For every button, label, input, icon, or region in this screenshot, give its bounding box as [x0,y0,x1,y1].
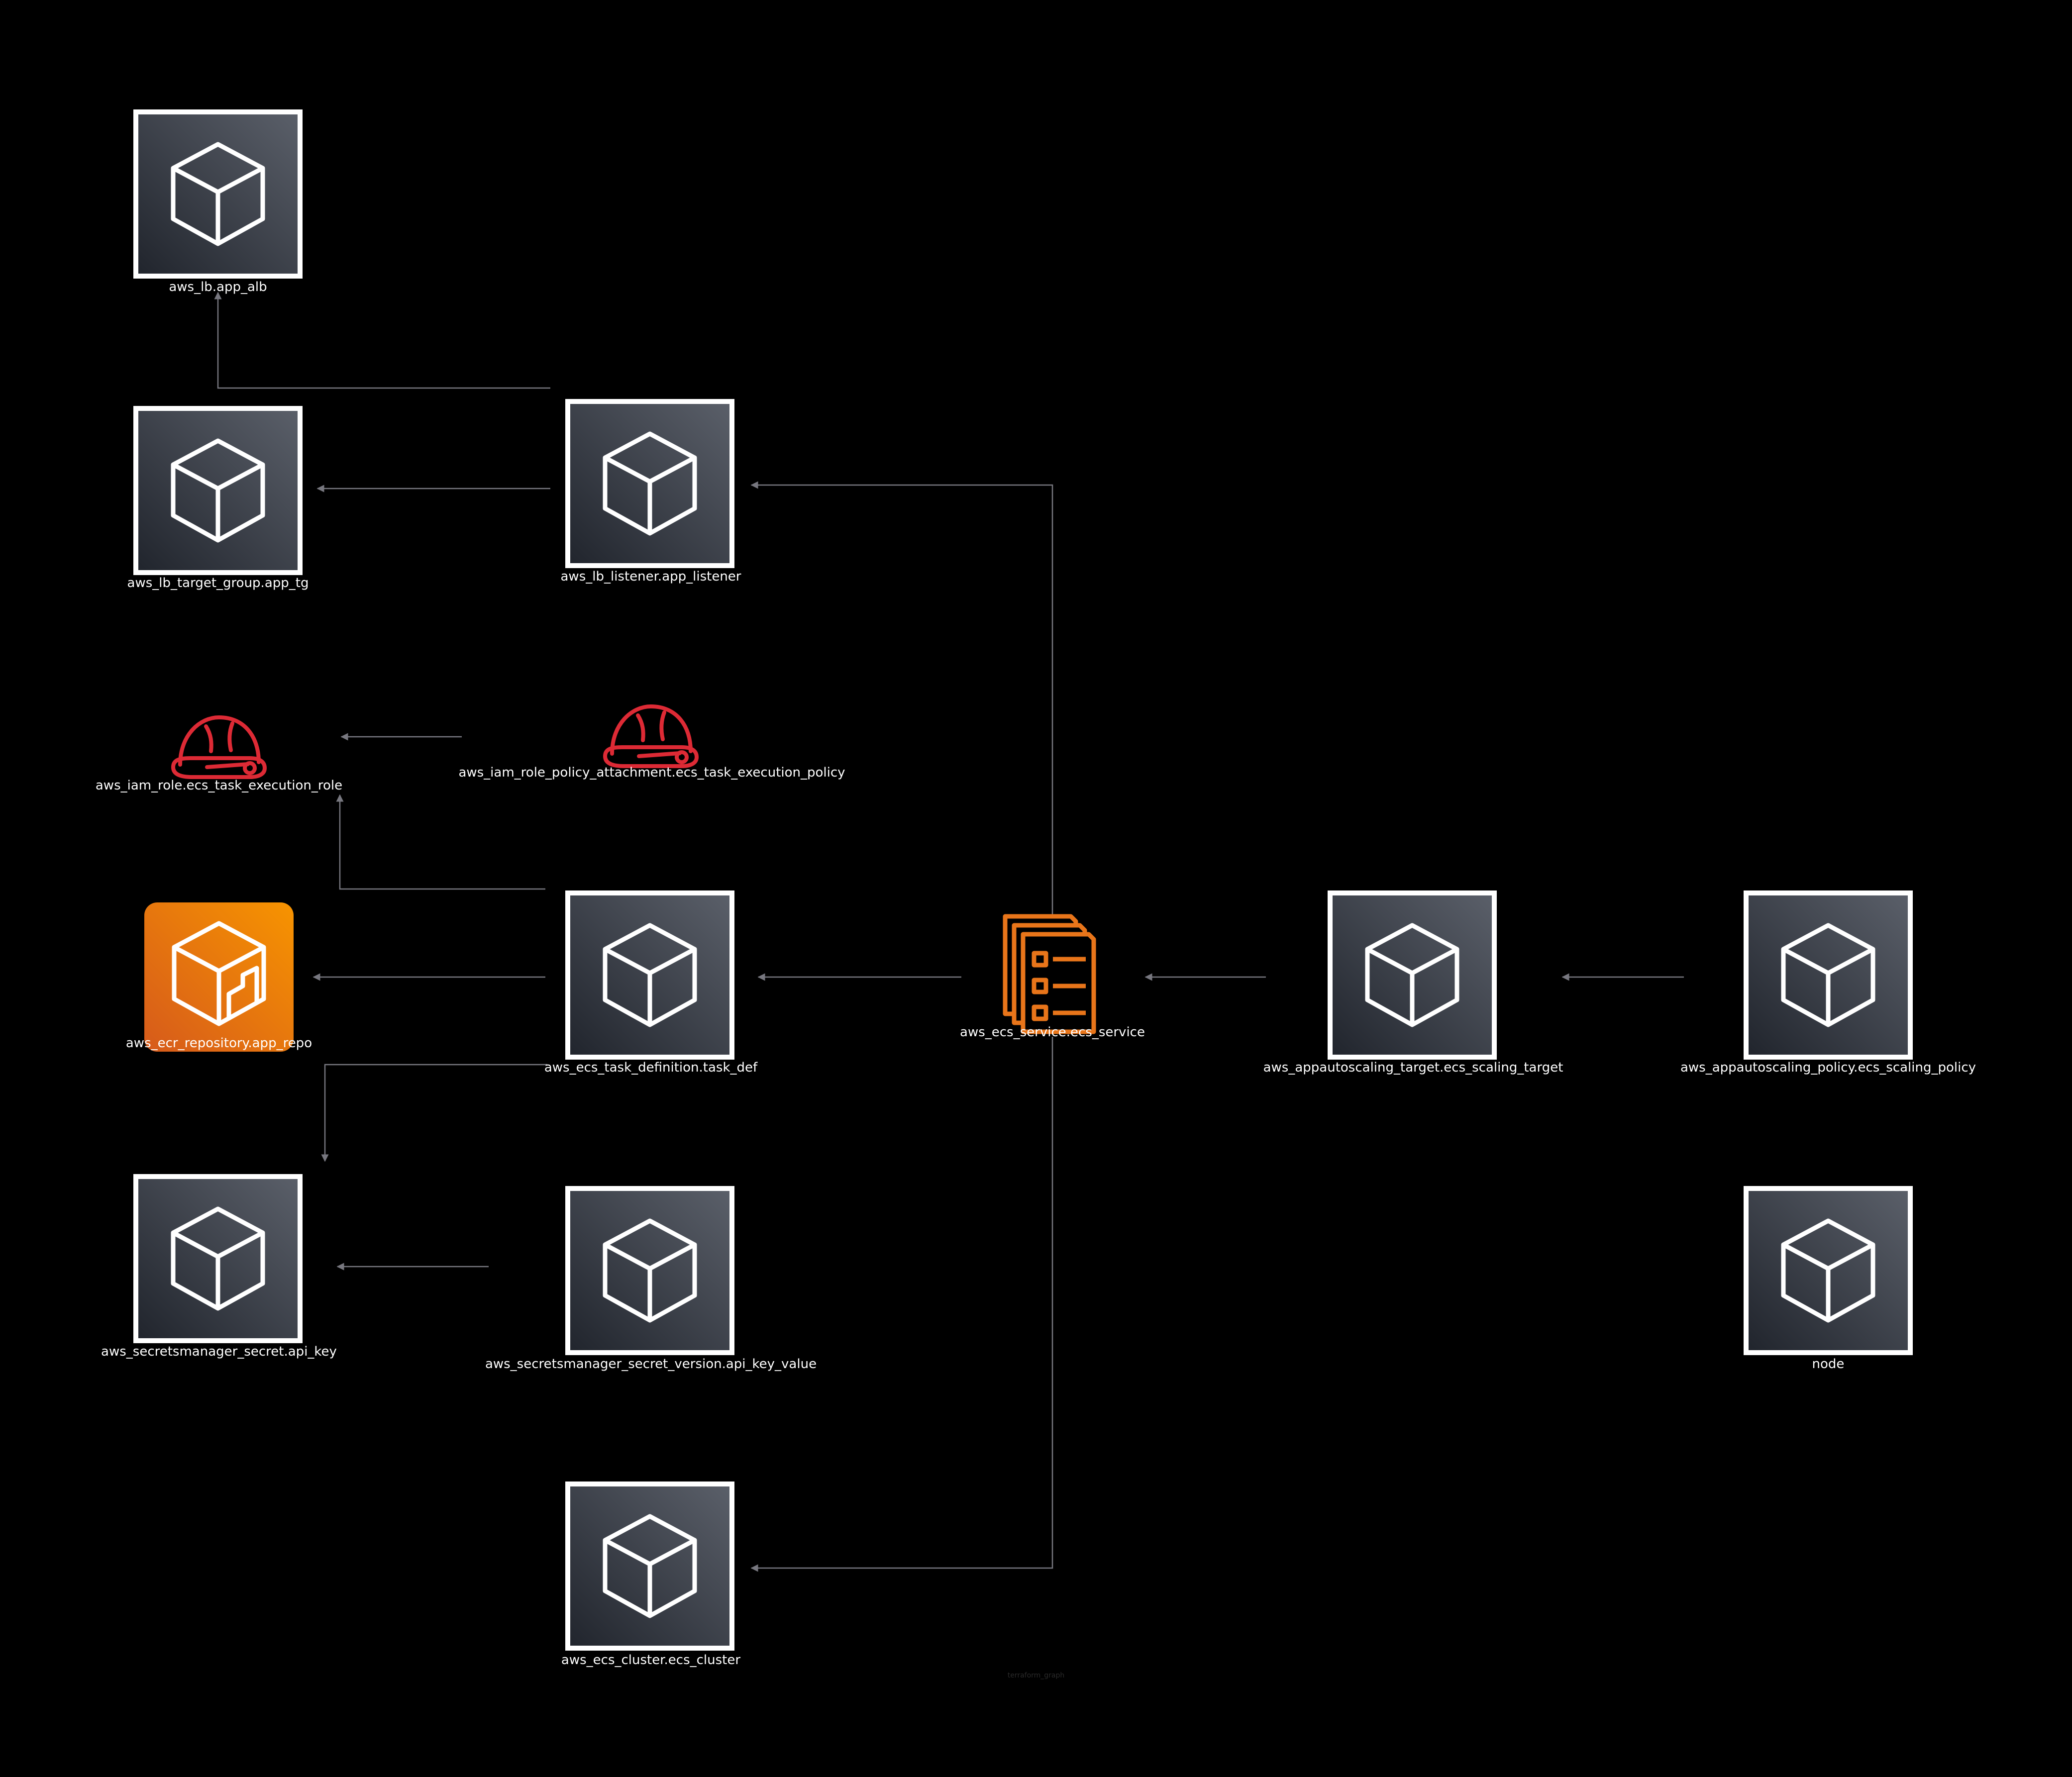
node-label: aws_ecr_repository.app_repo [126,1036,312,1051]
edge-task-def-to-api-key [321,1064,547,1162]
node-label: aws_secretsmanager_secret.api_key [101,1344,337,1359]
node-label: node [1812,1357,1845,1372]
node-label: aws_lb_target_group.app_tg [127,576,309,591]
node-label: aws_ecs_service.ecs_service [960,1025,1145,1040]
node-ecs-scaling-target[interactable]: aws_appautoscaling_target.ecs_scaling_ta… [1263,893,1563,1075]
resource-cube-icon [568,1188,732,1353]
node-label: aws_ecs_task_definition.task_def [544,1060,758,1075]
resource-cube-icon [1330,893,1494,1057]
node-node[interactable]: node [1746,1188,1910,1372]
resource-cube-icon [1746,893,1910,1057]
edge-ecs-service-to-ecs-cluster [750,1037,1053,1572]
node-label: aws_ecs_cluster.ecs_cluster [561,1653,740,1668]
edge-task-def-to-ecs-task-execution-role [336,794,545,890]
node-app-listener[interactable]: aws_lb_listener.app_listener [561,401,741,584]
node-label: aws_appautoscaling_target.ecs_scaling_ta… [1263,1060,1563,1075]
node-api-key[interactable]: aws_secretsmanager_secret.api_key [101,1177,337,1359]
edge-app-listener-to-app-alb [214,292,550,389]
node-label: aws_secretsmanager_secret_version.api_ke… [485,1357,817,1372]
node-label: aws_iam_role_policy_attachment.ecs_task_… [458,765,845,780]
edge-ecs-service-to-app-listener [750,481,1053,915]
resource-cube-icon [136,408,300,573]
node-ecs-task-execution-role[interactable]: aws_iam_role.ecs_task_execution_role [96,717,342,793]
resource-cube-icon [568,893,732,1057]
edge-layer [214,292,1684,1572]
node-app-repo[interactable]: aws_ecr_repository.app_repo [126,902,312,1052]
node-ecs-scaling-policy[interactable]: aws_appautoscaling_policy.ecs_scaling_po… [1680,893,1976,1075]
node-label: aws_appautoscaling_policy.ecs_scaling_po… [1680,1060,1976,1075]
node-api-key-value[interactable]: aws_secretsmanager_secret_version.api_ke… [485,1188,817,1372]
resource-cube-icon [136,1177,300,1341]
node-label: aws_lb.app_alb [169,280,267,295]
node-task-def[interactable]: aws_ecs_task_definition.task_def [544,893,758,1075]
node-app-tg[interactable]: aws_lb_target_group.app_tg [127,408,309,591]
ecs-service-icon [1005,916,1094,1032]
node-layer: aws_lb.app_alb aws_lb_target_group.app_tg… [96,112,1976,1668]
node-label: aws_lb_listener.app_listener [561,569,741,584]
resource-cube-icon [568,1484,732,1648]
node-app-alb[interactable]: aws_lb.app_alb [136,112,300,295]
iam-role-helmet-icon [605,706,697,766]
resource-cube-icon [136,112,300,276]
iam-role-helmet-icon [173,717,265,777]
node-label: aws_iam_role.ecs_task_execution_role [96,778,342,793]
resource-cube-icon [568,401,732,566]
node-ecs-service[interactable]: aws_ecs_service.ecs_service [960,916,1145,1040]
ecr-repository-icon [144,902,294,1052]
node-ecs-cluster[interactable]: aws_ecs_cluster.ecs_cluster [561,1484,740,1668]
resource-cube-icon [1746,1188,1910,1353]
node-ecs-task-execution-policy[interactable]: aws_iam_role_policy_attachment.ecs_task_… [458,706,845,780]
diagram-caption: terraform_graph [1008,1672,1065,1679]
